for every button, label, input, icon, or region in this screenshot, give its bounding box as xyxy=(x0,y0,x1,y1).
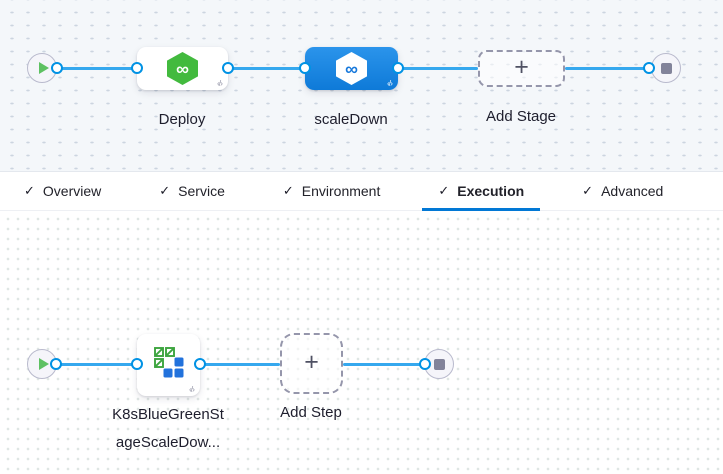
connector-port xyxy=(51,62,63,74)
tab-execution[interactable]: ✓ Execution xyxy=(422,172,540,211)
code-icon[interactable]: ‹/› xyxy=(216,78,223,88)
tab-label: Execution xyxy=(457,183,525,199)
execution-graph-canvas[interactable] xyxy=(0,211,723,474)
check-icon: ✓ xyxy=(582,183,594,198)
stage-node-deploy[interactable]: ∞ ‹/› xyxy=(137,47,228,90)
tab-service[interactable]: ✓ Service xyxy=(143,172,241,210)
stage-connector-line xyxy=(565,66,649,70)
cd-stage-icon: ∞ xyxy=(167,52,198,85)
check-icon: ✓ xyxy=(24,183,35,198)
tab-label: Overview xyxy=(42,183,102,199)
add-step-button[interactable]: + xyxy=(280,333,343,394)
step-label-line2: ageScaleDow... xyxy=(115,434,221,451)
step-connector-line xyxy=(200,362,280,366)
stage-label-deploy: Deploy xyxy=(158,111,206,128)
code-icon[interactable]: ‹/› xyxy=(386,78,393,88)
stop-icon xyxy=(660,62,672,74)
plus-icon: + xyxy=(304,348,319,376)
stage-connector-line xyxy=(57,66,137,70)
step-connector-line xyxy=(343,362,425,366)
stage-connector-line xyxy=(398,66,478,70)
step-label-line1: K8sBlueGreenSt xyxy=(112,406,224,423)
step-connector-line xyxy=(56,362,137,366)
stage-graph-canvas[interactable]: ∞ ‹/› ∞ ‹/› + Deploy scaleDown Add Stage xyxy=(0,0,723,172)
tab-advanced[interactable]: ✓ Advanced xyxy=(566,172,679,210)
check-icon: ✓ xyxy=(282,183,294,198)
connector-port xyxy=(419,358,431,370)
tab-overview[interactable]: ✓ Overview xyxy=(8,172,117,210)
add-stage-button[interactable]: + xyxy=(478,50,565,87)
stage-connector-line xyxy=(228,66,305,70)
plus-icon: + xyxy=(514,53,529,81)
connector-port xyxy=(299,62,311,74)
play-icon xyxy=(38,62,49,74)
infinity-glyph: ∞ xyxy=(176,58,189,79)
code-icon[interactable]: ‹/› xyxy=(188,384,195,394)
check-icon: ✓ xyxy=(438,183,450,198)
add-stage-label: Add Stage xyxy=(485,108,557,125)
step-label-k8s-scaledown: K8sBlueGreenSt ageScaleDow... xyxy=(103,401,233,457)
stage-label-scaledown: scaleDown xyxy=(314,111,388,128)
stage-config-tabbar: ✓ Overview ✓ Service ✓ Environment ✓ Exe… xyxy=(0,171,723,211)
stage-node-scaledown[interactable]: ∞ ‹/› xyxy=(305,47,398,90)
connector-port xyxy=(131,62,143,74)
connector-port xyxy=(50,358,62,370)
add-step-label: Add Step xyxy=(280,404,342,421)
tab-environment[interactable]: ✓ Environment xyxy=(267,172,397,210)
check-icon: ✓ xyxy=(159,183,171,198)
k8s-scale-down-icon xyxy=(153,347,183,378)
step-node-k8s-scaledown[interactable]: ‹/› xyxy=(137,334,200,396)
stop-icon xyxy=(433,358,445,370)
tab-label: Advanced xyxy=(601,183,664,199)
cd-stage-icon: ∞ xyxy=(336,52,367,85)
play-icon xyxy=(38,358,49,370)
connector-port xyxy=(392,62,404,74)
connector-port xyxy=(643,62,655,74)
tab-label: Service xyxy=(178,183,225,199)
tab-label: Environment xyxy=(301,183,381,199)
connector-port xyxy=(194,358,206,370)
pipeline-end-node xyxy=(651,53,681,83)
infinity-glyph: ∞ xyxy=(345,58,358,79)
connector-port xyxy=(222,62,234,74)
connector-port xyxy=(131,358,143,370)
